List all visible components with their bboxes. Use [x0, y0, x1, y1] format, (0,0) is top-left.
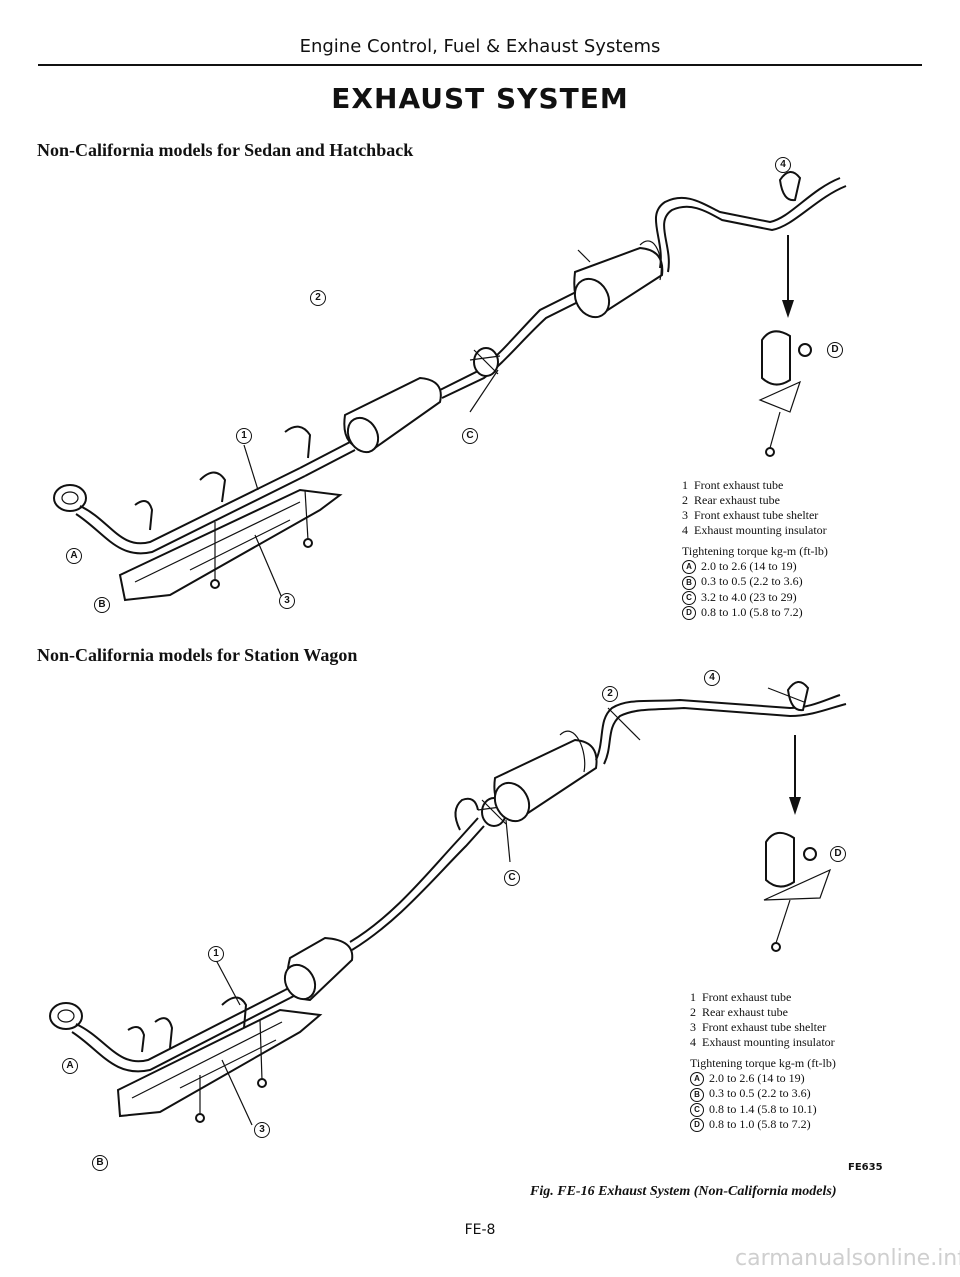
section-header: Engine Control, Fuel & Exhaust Systems: [299, 36, 661, 57]
callout-c-bottom: C: [504, 870, 520, 886]
legend-part-2: 2 Rear exhaust tube: [682, 493, 780, 507]
section-heading-sedan: Non-California models for Sedan and Hatc…: [37, 140, 414, 160]
legend-part-3: 3 Front exhaust tube shelter: [690, 1020, 827, 1034]
callout-4-top: 4: [775, 157, 791, 173]
rear-hanger: [778, 171, 802, 202]
rear-hanger: [786, 681, 810, 712]
callout-4-bottom: 4: [704, 670, 720, 686]
exhaust-diagram-sedan: [53, 171, 847, 606]
figure-caption: Fig. FE-16 Exhaust System (Non-Californi…: [530, 1184, 837, 1199]
exhaust-diagram-wagon: [49, 681, 847, 1126]
section-heading-wagon: Non-California models for Station Wagon: [37, 645, 358, 665]
tube-clamp: [469, 347, 501, 377]
legend-part-2: 2 Rear exhaust tube: [690, 1005, 788, 1019]
torque-heading-bottom: Tightening torque kg-m (ft-lb): [690, 1056, 836, 1070]
rear-exhaust-tube: [655, 177, 847, 273]
callout-a-bottom: A: [62, 1058, 78, 1074]
rear-exhaust-tube: [595, 694, 847, 765]
callout-2-bottom: 2: [602, 686, 618, 702]
callout-d-top: D: [827, 342, 843, 358]
callout-1-top: 1: [236, 428, 252, 444]
pre-muffler: [343, 376, 442, 454]
torque-heading-top: Tightening torque kg-m (ft-lb): [682, 544, 828, 558]
page-number: FE-8: [464, 1222, 496, 1238]
callout-b-bottom: B: [92, 1155, 108, 1171]
callout-c-top: C: [462, 428, 478, 444]
main-muffler: [573, 240, 664, 319]
legend-part-3: 3 Front exhaust tube shelter: [682, 508, 819, 522]
front-exhaust-tube: [49, 989, 291, 1073]
front-exhaust-tube-shelter: [118, 488, 343, 602]
legend-part-4: 4 Exhaust mounting insulator: [682, 523, 827, 537]
callout-3-bottom: 3: [254, 1122, 270, 1138]
exhaust-mounting-insulator-detail: [763, 831, 832, 952]
parts-legend-top: 1 Front exhaust tube 2 Rear exhaust tube…: [682, 478, 828, 620]
watermark: carmanualsonline.info: [735, 1246, 960, 1271]
pre-muffler: [283, 936, 354, 1002]
page-title: EXHAUST SYSTEM: [331, 82, 629, 115]
header-rule: [38, 64, 922, 66]
callout-1-bottom: 1: [208, 946, 224, 962]
callout-d-bottom: D: [830, 846, 846, 862]
exhaust-mounting-insulator-detail: [758, 330, 812, 457]
legend-part-1: 1 Front exhaust tube: [682, 478, 784, 492]
front-exhaust-tube-shelter: [116, 1008, 323, 1118]
front-exhaust-tube: [53, 467, 306, 555]
parts-legend-bottom: 1 Front exhaust tube 2 Rear exhaust tube…: [690, 990, 836, 1132]
callout-b-top: B: [94, 597, 110, 613]
callout-2-top: 2: [310, 290, 326, 306]
figure-code: FE635: [848, 1162, 883, 1173]
callout-3-top: 3: [279, 593, 295, 609]
legend-part-4: 4 Exhaust mounting insulator: [690, 1035, 835, 1049]
callout-a-top: A: [66, 548, 82, 564]
main-muffler: [493, 730, 598, 823]
legend-part-1: 1 Front exhaust tube: [690, 990, 792, 1004]
